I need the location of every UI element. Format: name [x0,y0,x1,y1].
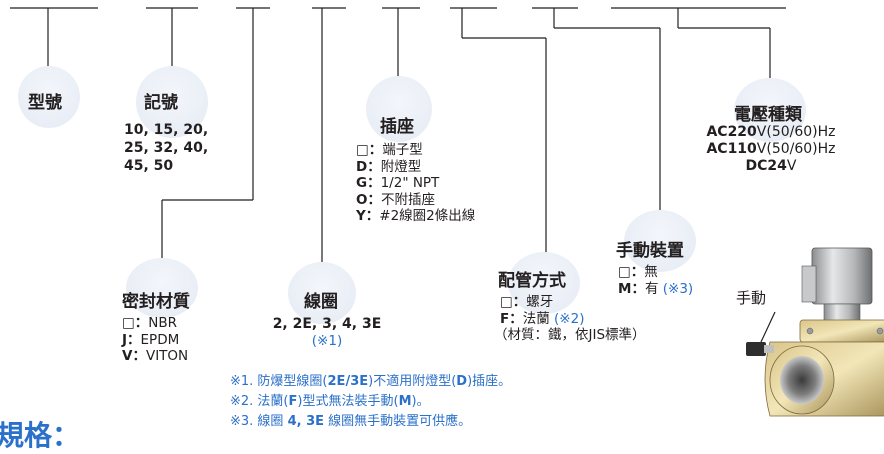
size-line: 45, 50 [124,158,174,174]
voltage-bubble [734,78,806,142]
seal-option: □：NBR [122,315,178,331]
notes: ※1. 防爆型線圈(2E/3E)不適用附燈型(D)插座。 ※2. 法蘭(F)型式… [230,372,511,432]
model-title: 型號 [28,93,62,113]
piping-material: （材質：鐵，依JIS標準） [494,327,646,343]
coil-note-ref: (※1) [311,333,343,349]
size-line: 25, 32, 40, [124,140,209,156]
piping-option: □：螺牙 [500,294,554,310]
socket-option: G：1/2" NPT [356,175,440,191]
piping-option: F：法蘭 (※2) [500,310,585,327]
manual-photo-label: 手動 [736,289,767,307]
seal-options: □：NBR J：EPDM V：VITON [122,315,188,365]
piping-options: □：螺牙 F：法蘭 (※2) （材質：鐵，依JIS標準） [494,294,646,344]
size-values: 10, 15, 20, 25, 32, 40, 45, 50 [124,121,208,175]
socket-bubble [366,76,432,142]
socket-title: 插座 [380,117,414,137]
socket-option: D：附燈型 [356,158,422,175]
socket-option: Y：#2線圈2條出線 [356,208,476,224]
manual-option: □：無 [618,264,658,280]
coil-title: 線圈 [304,292,338,312]
manual-options: □：無 M：有 (※3) [618,264,693,297]
piping-title: 配管方式 [498,271,566,291]
note-3: ※3. 線圈 4, 3E 線圈無手動裝置可供應。 [230,414,472,429]
note-1: ※1. 防爆型線圈(2E/3E)不適用附燈型(D)插座。 [230,374,512,389]
manual-bubble [624,210,696,272]
voltage-options: AC220V(50/60)Hz AC110V(50/60)Hz DC24V [686,124,856,175]
size-title: 記號 [144,93,178,113]
connector-lines [10,7,786,343]
voltage-option: AC220V(50/60)Hz [706,124,836,140]
socket-options: □：端子型 D：附燈型 G：1/2" NPT O：不附插座 Y：#2線圈2條出線 [356,142,475,225]
socket-option: □：端子型 [356,142,423,158]
seal-option: V：VITON [122,348,189,364]
valve-photo [746,247,884,417]
voltage-option: DC24V [745,158,797,174]
manual-title: 手動裝置 [616,241,684,261]
size-bubble [136,66,208,138]
piping-bubble [508,252,580,314]
seal-title: 密封材質 [122,292,190,312]
voltage-option: AC110V(50/60)Hz [706,141,836,157]
section-heading: 規格： [0,419,81,452]
size-line: 10, 15, 20, [124,122,209,138]
coil-values: 2, 2E, 3, 4, 3E [272,316,382,332]
coil-bubble [288,262,356,324]
seal-bubble [126,258,198,318]
manual-option: M：有 (※3) [618,280,694,297]
seal-option: J：EPDM [122,331,180,348]
voltage-title: 電壓種類 [734,105,802,125]
model-bubble [18,66,80,128]
note-2: ※2. 法蘭(F)型式無法裝手動(M)。 [230,394,430,409]
socket-option: O：不附插座 [356,191,435,208]
